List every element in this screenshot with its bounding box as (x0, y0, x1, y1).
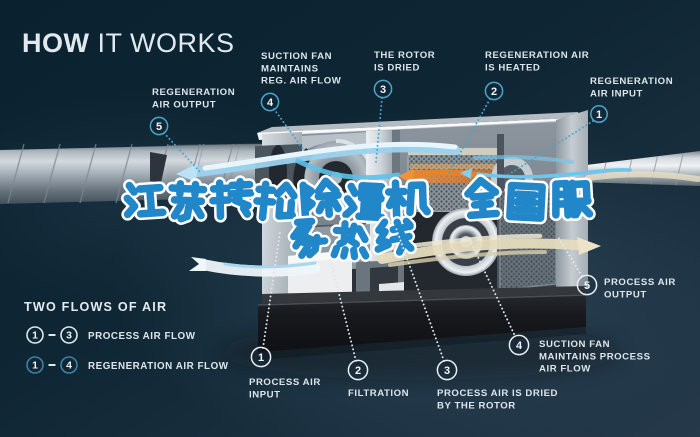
svg-text:2: 2 (491, 86, 497, 98)
svg-text:PROCESS AIR FLOW: PROCESS AIR FLOW (88, 331, 196, 342)
svg-text:1: 1 (32, 360, 38, 372)
svg-text:2: 2 (355, 365, 361, 377)
svg-text:FILTRATION: FILTRATION (348, 388, 409, 399)
svg-text:TWO FLOWS OF AIR: TWO FLOWS OF AIR (24, 300, 167, 314)
svg-text:3: 3 (380, 84, 386, 96)
svg-text:HOW IT WORKS: HOW IT WORKS (22, 28, 235, 58)
svg-text:4: 4 (66, 360, 72, 372)
svg-text:4: 4 (267, 97, 274, 109)
svg-text:REGENERATION AIR FLOW: REGENERATION AIR FLOW (88, 361, 229, 372)
svg-text:1: 1 (596, 109, 602, 121)
svg-text:3: 3 (444, 365, 450, 377)
svg-text:5: 5 (584, 280, 590, 292)
svg-text:5: 5 (156, 121, 162, 133)
svg-text:3: 3 (66, 330, 72, 342)
svg-text:1: 1 (258, 352, 264, 364)
svg-text:1: 1 (32, 330, 38, 342)
svg-text:4: 4 (516, 340, 523, 352)
